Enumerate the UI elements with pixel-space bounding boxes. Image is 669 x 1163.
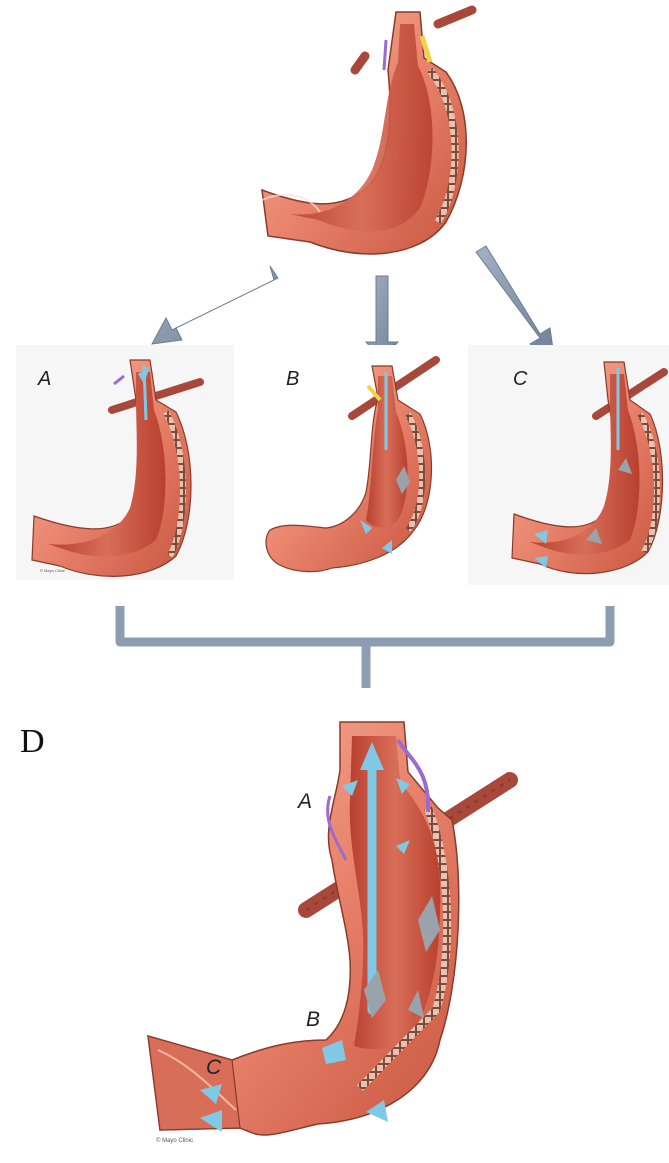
panel-c: C	[468, 345, 669, 585]
top-stomach-illustration	[262, 10, 472, 254]
arrow-to-panel-c	[476, 246, 554, 356]
panel-c-label: C	[513, 368, 528, 390]
arrow-to-panel-a	[152, 266, 278, 344]
panel-b-label: B	[286, 368, 299, 390]
mayo-clinic-credit: © Mayo Clinic	[156, 1137, 193, 1144]
panel-a-label: A	[37, 368, 51, 390]
panel-b: B	[246, 345, 464, 600]
connector-arrows	[152, 246, 554, 360]
panel-d: D A B C © Ma	[20, 692, 532, 1160]
panel-d-title: D	[20, 723, 45, 760]
label-a: A	[296, 790, 312, 813]
panel-a-credit: © Mayo Clinic	[40, 568, 65, 573]
panel-a: A © Mayo Clinic	[16, 345, 234, 580]
label-b: B	[306, 1008, 320, 1031]
label-c: C	[206, 1056, 222, 1079]
combining-bracket	[120, 606, 610, 688]
